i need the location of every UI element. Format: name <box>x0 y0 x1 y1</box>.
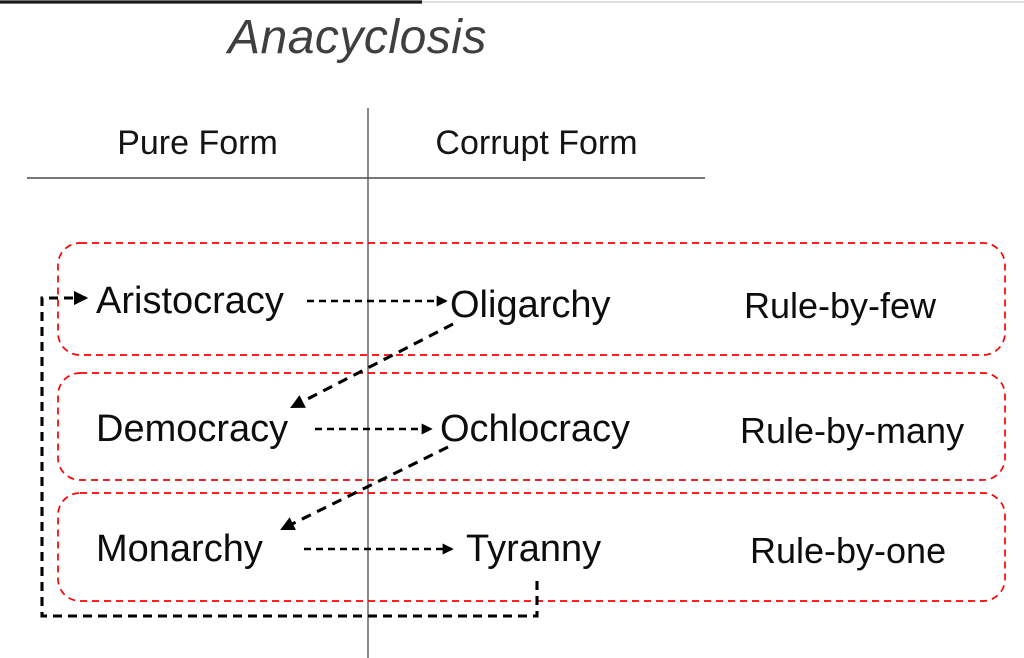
label-aristocracy: Aristocracy <box>96 280 284 322</box>
label-tyranny: Tyranny <box>466 528 602 570</box>
label-democracy: Democracy <box>96 408 289 450</box>
arrow-oligarchy-to-democracy <box>290 322 454 409</box>
arrow-ochlocracy-to-monarchy <box>280 445 449 531</box>
label-ochlocracy: Ochlocracy <box>440 408 631 450</box>
column-header-pure-form: Pure Form <box>117 124 278 162</box>
row-box-aristocracy-oligarchy <box>57 242 1006 356</box>
diagram-title: Anacyclosis <box>228 11 487 64</box>
label-rule-by-few: Rule-by-few <box>744 285 937 326</box>
row-box-monarchy-tyranny <box>57 492 1006 602</box>
label-monarchy: Monarchy <box>96 528 263 570</box>
label-oligarchy: Oligarchy <box>450 284 611 326</box>
column-header-corrupt-form: Corrupt Form <box>435 124 638 162</box>
label-rule-by-one: Rule-by-one <box>750 530 947 571</box>
label-rule-by-many: Rule-by-many <box>740 410 965 451</box>
arrow-tyranny-to-aristocracy-loop <box>40 290 539 618</box>
